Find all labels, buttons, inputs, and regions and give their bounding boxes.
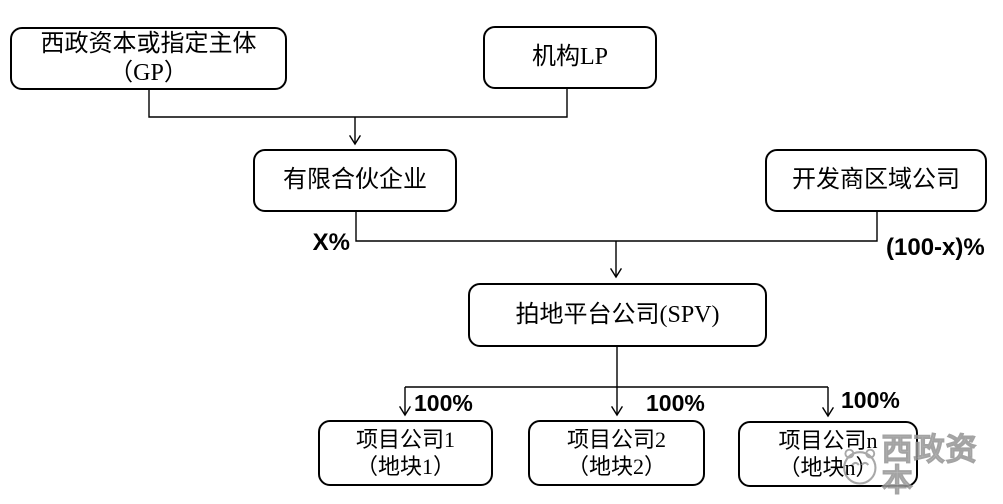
node-gp-line1: 西政资本或指定主体: [40, 31, 257, 58]
node-developer: 开发商区域公司: [765, 149, 987, 212]
node-spv: 拍地平台公司(SPV): [468, 283, 767, 347]
node-gp-line2: （GP）: [109, 59, 188, 86]
edge-label-pct-project2: 100%: [646, 390, 705, 416]
edge-label-complement-percent: (100-x)%: [886, 234, 985, 261]
node-projectN: 项目公司n （地块n）: [738, 421, 918, 487]
node-project1-line2: （地块1）: [355, 454, 455, 479]
node-project2: 项目公司2 （地块2）: [528, 420, 705, 486]
node-project2-line1: 项目公司2: [566, 426, 666, 452]
node-partnership: 有限合伙企业: [253, 149, 457, 212]
node-project1: 项目公司1 （地块1）: [318, 420, 493, 486]
node-project1-line1: 项目公司1: [355, 426, 455, 452]
node-developer-label: 开发商区域公司: [792, 167, 960, 194]
node-projectN-line1: 项目公司n: [778, 427, 878, 453]
connector-partnership-developer-bus: [355, 212, 878, 242]
connector-gp-to-bus: [148, 88, 568, 118]
node-projectN-line2: （地块n）: [778, 455, 878, 480]
node-partnership-label: 有限合伙企业: [283, 167, 427, 194]
edge-label-pct-projectN: 100%: [841, 387, 900, 413]
edge-label-pct-project1: 100%: [414, 390, 473, 416]
node-gp: 西政资本或指定主体 （GP）: [10, 27, 287, 90]
node-spv-label: 拍地平台公司(SPV): [515, 301, 720, 328]
edge-label-x-percent: X%: [312, 229, 350, 256]
node-project2-line2: （地块2）: [566, 454, 666, 479]
node-lp-label: 机构LP: [531, 44, 608, 71]
node-lp: 机构LP: [483, 26, 657, 89]
